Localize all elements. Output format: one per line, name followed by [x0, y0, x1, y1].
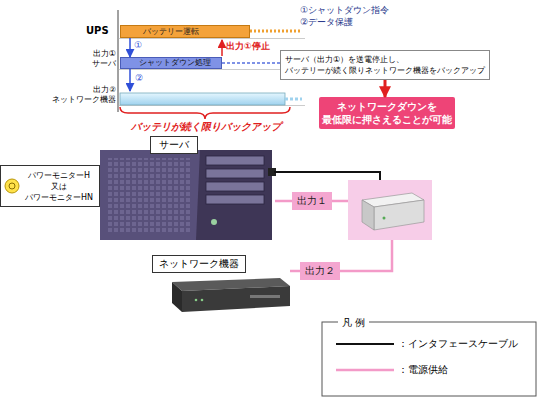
timing-chart [118, 10, 305, 119]
server-illustration [106, 158, 190, 232]
server-illustration [100, 150, 276, 240]
battery-run-bar: バッテリー運転 [120, 25, 250, 38]
node-text: 出力１ [292, 192, 332, 210]
network-device-illustration [201, 299, 204, 302]
legend-entry: ：インタフェースケーブル [398, 337, 518, 351]
stop-note: 出力①停止 [226, 40, 270, 53]
timing-chart [250, 30, 302, 33]
server-illustration [206, 195, 264, 204]
power-line [290, 270, 300, 273]
network-device-illustration [195, 299, 198, 302]
row-label: 出力① サーバ [80, 49, 116, 69]
legend-text: ：インタフェースケーブル [398, 338, 518, 349]
legend-frame [322, 322, 536, 396]
connectors [130, 38, 385, 271]
node-text: サーバ [150, 136, 198, 154]
node-text: ネットワークダウンを 最低限に押さえることが可能 [322, 100, 452, 126]
network-device-illustration [250, 295, 280, 298]
network-device-illustration [172, 282, 182, 312]
ups-illustration [362, 200, 374, 230]
row-label: UPS [86, 25, 109, 36]
network-device: ネットワーク機器 [150, 255, 290, 315]
note-text: ①シャットダウン指令 [300, 4, 389, 17]
server: サーバ [100, 136, 275, 240]
callout-number: ② [135, 73, 143, 83]
legend-entry: ：電源供給 [398, 363, 448, 377]
callout-number: ① [134, 40, 142, 50]
server-illustration [206, 182, 264, 191]
ups-illustration [374, 200, 424, 230]
command-arrow [129, 38, 131, 57]
node-text: 出力２ [300, 262, 340, 280]
node-text: パワーモニターH 又は パワーモニターHN [21, 170, 97, 203]
network-device-illustration [182, 286, 290, 312]
timing-chart [129, 69, 131, 91]
node-text: ネットワーク機器 [152, 255, 246, 273]
legend-text: ：電源供給 [398, 364, 448, 375]
timing-chart [118, 69, 305, 70]
power-monitor-icon [5, 179, 19, 193]
power-line [340, 236, 392, 271]
network-device-illustration [172, 278, 290, 312]
node-text: バッテリー運転 [143, 26, 249, 37]
ups-illustration [383, 217, 386, 220]
legend-frame [336, 369, 394, 372]
output-tag: 出力１ [292, 192, 332, 210]
power-monitor-icon [5, 179, 19, 193]
result-box: ネットワークダウンを 最低限に押さえることが可能 [319, 97, 455, 129]
output-tag: 出力２ [300, 262, 340, 280]
power-line [275, 200, 292, 203]
row-label: 出力② ネットワーク機器 [50, 85, 116, 105]
result-arrow [384, 80, 387, 97]
server-illustration [206, 169, 264, 178]
timing-chart [285, 98, 302, 101]
legend-frame [322, 322, 536, 396]
legend-frame [336, 343, 394, 345]
power-monitor-icon [9, 183, 15, 189]
ups-illustration [348, 180, 432, 240]
ups-illustration [348, 180, 432, 240]
server-illustration [211, 219, 217, 225]
server-illustration [100, 150, 272, 240]
timing-chart [118, 10, 119, 112]
node-text: シャットダウン処理 [139, 58, 221, 68]
note-box: サーバ（出力①）を送電停止し、 バッテリーが続く限りネットワーク機器をバックアッ… [280, 50, 490, 80]
shutdown-bar: シャットダウン処理 [120, 57, 222, 69]
timing-chart [221, 40, 223, 56]
server-illustration [100, 150, 200, 240]
backup-note: バッテリが続く限りバックアップ [118, 120, 293, 134]
legend-title: 凡 例 [338, 316, 369, 330]
timing-chart [118, 38, 305, 39]
timing-chart [120, 93, 285, 105]
timing-chart [120, 107, 290, 119]
power-monitor-box: パワーモニターH 又は パワーモニターHN [0, 165, 100, 207]
note-text: ②データ保護 [300, 16, 353, 29]
server-illustration [206, 156, 264, 165]
node-text: サーバ（出力①）を送電停止し、 バッテリーが続く限りネットワーク機器をバックアッ… [285, 54, 485, 76]
